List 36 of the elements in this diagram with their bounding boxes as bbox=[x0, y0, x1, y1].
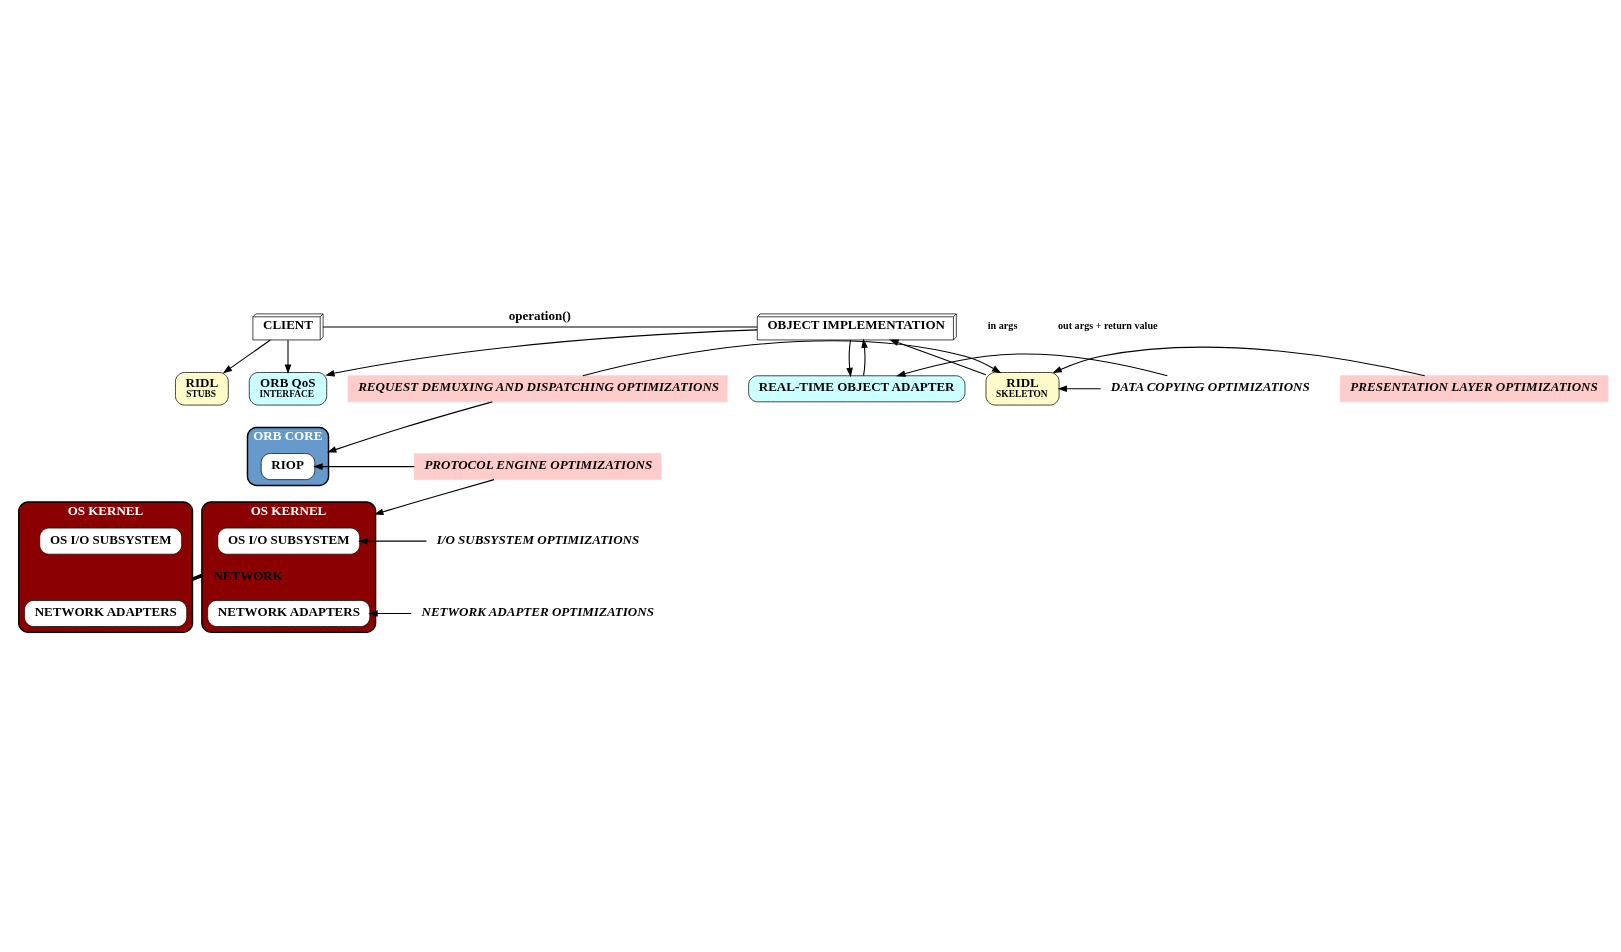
label: out args + return value bbox=[1058, 319, 1158, 331]
node-box: RIOP bbox=[260, 453, 316, 480]
arrow bbox=[368, 610, 412, 617]
node-text: NETWORK ADAPTER OPTIMIZATIONS bbox=[421, 603, 654, 619]
arrow bbox=[222, 339, 271, 374]
arrow bbox=[582, 340, 1002, 377]
arrow bbox=[284, 339, 292, 374]
arrow bbox=[861, 338, 868, 377]
connector bbox=[322, 326, 758, 328]
node-box: PROTOCOL ENGINE OPTIMIZATIONS bbox=[413, 453, 662, 480]
arrow bbox=[1057, 385, 1102, 393]
arrow bbox=[313, 463, 415, 470]
node-box: OS I/O SUBSYSTEM bbox=[217, 527, 360, 555]
node-text: I/O SUBSYSTEM OPTIMIZATIONS bbox=[436, 531, 640, 547]
arrow bbox=[326, 401, 493, 453]
node-text: DATA COPYING OPTIMIZATIONS bbox=[1110, 379, 1310, 395]
node-box: OS I/O SUBSYSTEM bbox=[39, 527, 182, 555]
node-box: PRESENTATION LAYER OPTIMIZATIONS bbox=[1339, 375, 1609, 403]
arrow bbox=[325, 329, 758, 377]
node-box: NETWORK ADAPTERS bbox=[207, 600, 371, 627]
node-box: NETWORK ADAPTERS bbox=[24, 600, 188, 627]
arrow bbox=[1052, 346, 1426, 377]
arrow bbox=[896, 353, 1168, 377]
arrow bbox=[358, 537, 427, 545]
node-box: REQUEST DEMUXING AND DISPATCHING OPTIMIZATIONS bbox=[347, 375, 728, 403]
node-box: ORB QoS INTERFACE bbox=[248, 372, 328, 406]
node-box: RIDL STUBS bbox=[175, 372, 229, 406]
arrow bbox=[846, 339, 853, 378]
connector bbox=[191, 573, 203, 581]
node-box: RIDL SKELETON bbox=[985, 372, 1060, 406]
edge-label: operation() bbox=[508, 307, 571, 323]
label: in args bbox=[987, 319, 1018, 331]
arrow bbox=[889, 339, 987, 376]
node-box: REAL-TIME OBJECT ADAPTER bbox=[748, 375, 966, 403]
arrow bbox=[374, 479, 495, 515]
edge-label: NETWORK bbox=[213, 567, 283, 583]
